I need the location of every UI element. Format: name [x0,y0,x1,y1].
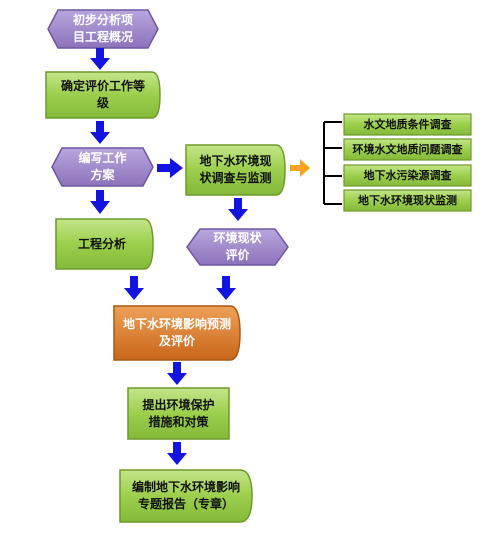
arrow-engineering-to-prediction [124,276,144,300]
survey-item-box-1 [343,113,472,136]
arrow-measures-to-report [167,442,187,465]
node-plan-shape [51,147,154,187]
node-report-shape [119,469,253,523]
node-measures-shape [127,387,230,440]
survey-item-box-2 [343,138,472,161]
arrow-grade-to-plan [90,121,110,144]
node-overview-shape [47,9,159,49]
node-engineering-analysis-shape [55,218,154,270]
node-status-evaluation-shape [186,228,289,266]
arrow-survey-to-items [290,159,310,177]
node-groundwater-survey-shape [185,144,286,196]
survey-bracket [323,121,342,205]
arrow-survey-to-evaluation [228,198,248,221]
arrow-overview-to-grade [90,48,110,70]
survey-item-box-4 [343,189,472,212]
arrows [90,48,248,465]
arrow-evaluation-to-prediction [216,276,236,300]
arrow-prediction-to-measures [167,362,187,385]
node-grade-shape [45,71,161,119]
node-prediction-shape [113,305,241,361]
arrow-plan-to-engineering [90,190,110,214]
survey-item-box-3 [343,164,472,187]
arrow-plan-to-survey [157,158,183,178]
